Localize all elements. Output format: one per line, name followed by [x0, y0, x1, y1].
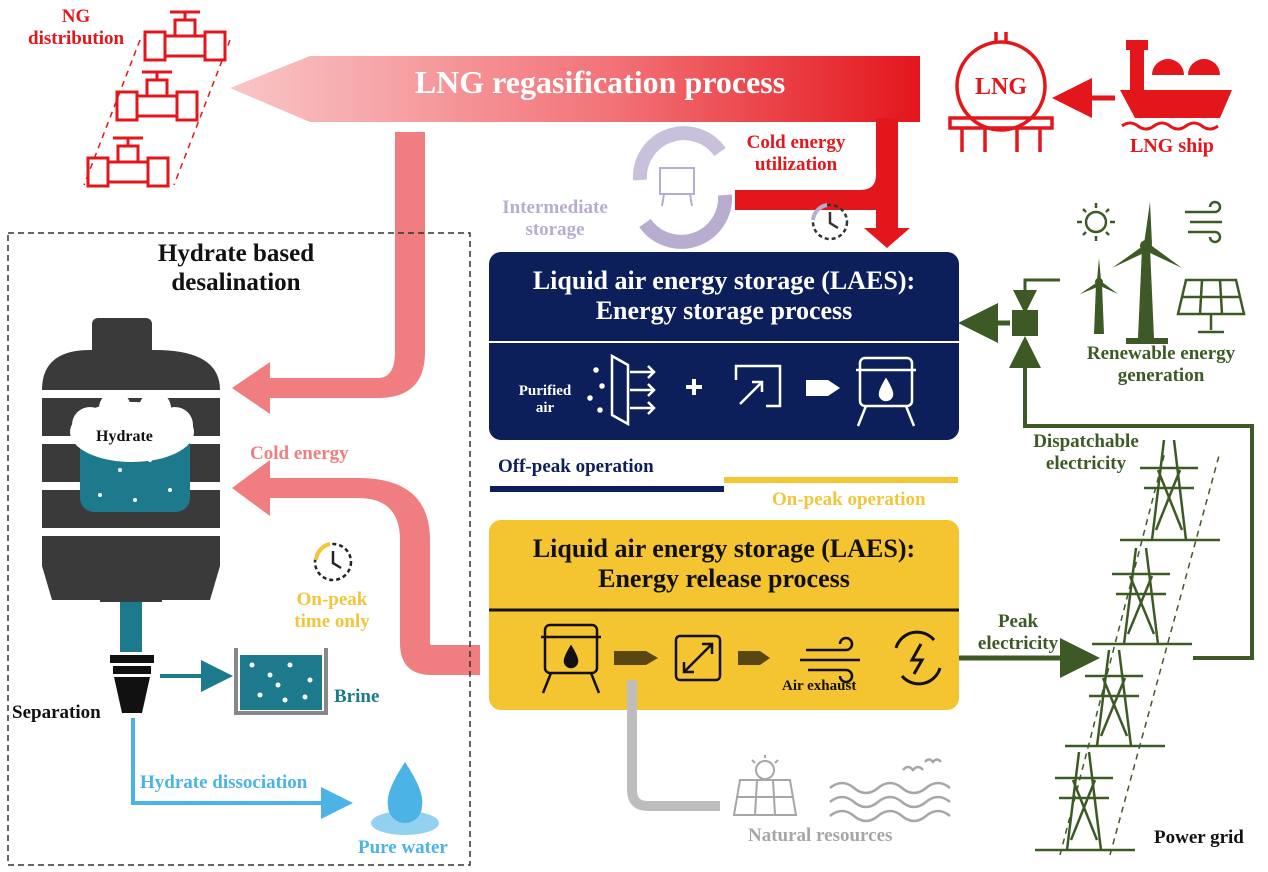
lng-tank-label: LNG: [974, 74, 1027, 100]
on-peak-time-label: On-peak time only: [294, 589, 370, 632]
junction-node: [1012, 310, 1038, 336]
power-grid-towers-icon: [1035, 439, 1221, 856]
hydrate-label: Hydrate: [96, 428, 153, 445]
off-peak-bar: [490, 486, 724, 492]
wind-turbine-small-icon: [1080, 258, 1118, 334]
natural-resources-flow: [627, 680, 720, 811]
reactor-outlet: [120, 602, 142, 652]
pure-water-label: Pure water: [358, 837, 448, 858]
water-drop-icon: [371, 762, 439, 835]
compress-icon: [734, 364, 782, 408]
generator-icon: [894, 630, 942, 686]
renewable-label: Renewable energy generation: [1086, 343, 1236, 386]
laes-storage-title: Liquid air energy storage (LAES): Energy…: [532, 266, 916, 325]
wind-turbine-large-icon: [1112, 202, 1182, 344]
cold-utilization-label: Cold energy utilization: [746, 132, 846, 175]
renewable-in-line: [1013, 278, 1060, 314]
on-peak-bar: [724, 477, 958, 483]
separator-icon: [110, 655, 154, 713]
cold-energy-flow-bottom: [232, 460, 480, 675]
laes-release-box: [489, 520, 959, 710]
plus-icon: [686, 379, 702, 395]
natural-resources-label: Natural resources: [748, 825, 893, 846]
waves-grey-icon: [829, 758, 951, 823]
dispatchable-label: Dispatchable electricity: [1033, 431, 1139, 474]
clock-icon: [811, 203, 849, 241]
power-grid-label: Power grid: [1154, 827, 1244, 848]
purify-filter-icon: [587, 353, 656, 427]
dissociation-arrow: [131, 718, 353, 819]
hydrate-reactor-icon: [42, 318, 220, 602]
purified-air-label: Purified air: [518, 383, 572, 417]
sun-icon: [1077, 203, 1115, 241]
laes-storage-box: [489, 252, 959, 440]
lng-ship-label: LNG ship: [1130, 135, 1214, 157]
cold-utilization-arrow: [735, 118, 910, 248]
lng-process-label: LNG regasification process: [414, 64, 786, 100]
ng-valves-icon: [83, 10, 231, 188]
brine-label: Brine: [334, 686, 380, 707]
laes-release-title: Liquid air energy storage (LAES): Energy…: [532, 534, 916, 593]
dispatchable-line: [1009, 336, 1254, 660]
hydrate-desal-title: Hydrate based desalination: [157, 240, 315, 296]
solar-panel-green-icon: [1176, 278, 1246, 334]
intermediate-storage-label: Intermediate storage: [502, 197, 608, 240]
air-exhaust-label: Air exhaust: [782, 678, 857, 694]
lng-process-arrow: [230, 56, 920, 122]
lng-ship-icon: [1120, 40, 1232, 131]
air-exhaust-icon: [800, 636, 860, 684]
release-tank-icon: [541, 623, 601, 694]
hydrate-desal-box: [7, 232, 471, 866]
storage-flow-arrow: [806, 380, 840, 396]
release-flow-arrow-2: [738, 651, 770, 665]
ng-distribution-label: NG distribution: [28, 6, 125, 49]
off-peak-label: Off-peak operation: [498, 456, 654, 477]
release-flow-arrow-1: [614, 651, 658, 665]
expand-icon: [674, 634, 722, 682]
on-peak-label: On-peak operation: [772, 489, 926, 510]
solar-panel-grey-icon: [732, 755, 798, 816]
intermediate-storage-icon: [632, 126, 733, 249]
cold-energy-flow-top: [232, 132, 425, 414]
wind-icon: [1185, 200, 1222, 244]
lng-tank-icon: [948, 32, 1054, 152]
separation-label: Separation: [12, 702, 101, 723]
brine-container-icon: [234, 648, 328, 715]
cold-energy-label: Cold energy: [250, 443, 349, 464]
on-peak-clock-icon: [313, 542, 353, 582]
hydrate-dissociation-label: Hydrate dissociation: [140, 772, 308, 793]
liquid-air-tank-icon: [856, 356, 916, 427]
peak-electricity-label: Peak electricity: [977, 611, 1059, 654]
